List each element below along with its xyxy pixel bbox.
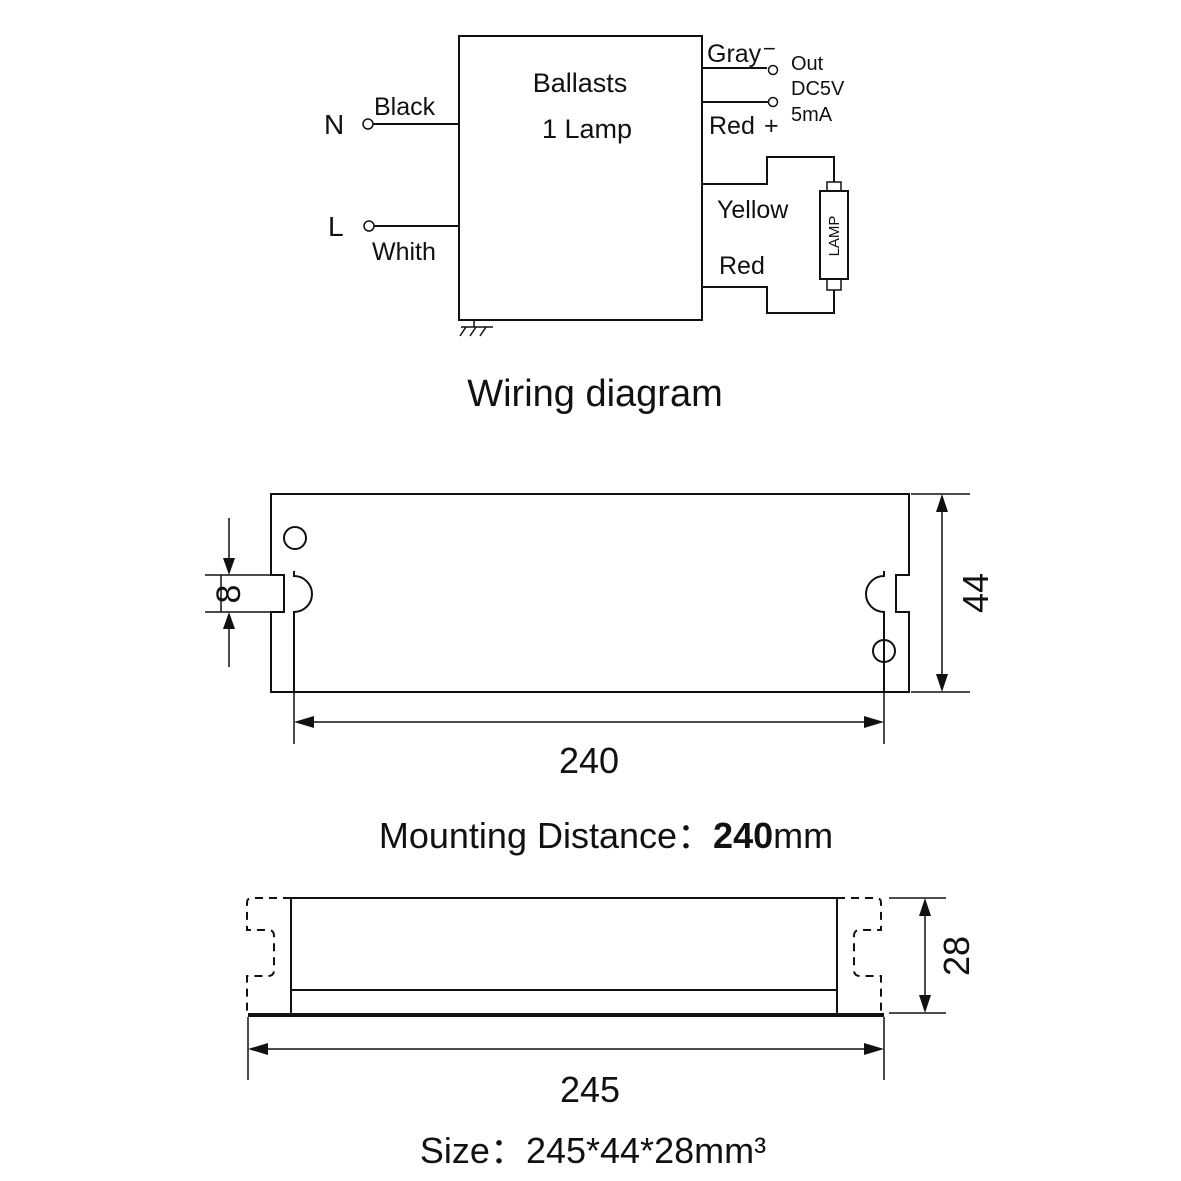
mounting-caption-prefix: Mounting Distance： bbox=[379, 815, 713, 856]
left-mounting-slot bbox=[293, 571, 313, 692]
slot-dimension: 8 bbox=[205, 518, 271, 667]
lamp-tube: LAMP bbox=[819, 181, 849, 291]
ballast-plate-outline bbox=[270, 493, 910, 693]
gray-wire-label: Gray bbox=[707, 40, 762, 68]
red-lamp-wire bbox=[702, 286, 835, 314]
mounting-caption-value: 240 bbox=[713, 815, 773, 856]
out-voltage: DC5V bbox=[791, 78, 845, 100]
wiring-diagram: Ballasts 1 Lamp N Black L Whith Gray − O… bbox=[324, 35, 849, 415]
out-minus-terminal bbox=[767, 64, 779, 76]
height-dimension: 44 bbox=[911, 493, 996, 693]
side-length-value: 245 bbox=[560, 1069, 620, 1110]
size-caption: Size：245*44*28mm³ bbox=[420, 1130, 766, 1171]
left-mounting-hole bbox=[283, 526, 307, 550]
mounting-top-view: 8 44 240 Mounting Distance：240mm bbox=[205, 493, 996, 856]
slot-dimension-value: 8 bbox=[210, 585, 248, 604]
side-body bbox=[290, 897, 838, 1015]
input-l-label: L bbox=[328, 211, 344, 242]
mounting-length-value: 240 bbox=[559, 740, 619, 781]
side-height-value: 28 bbox=[936, 936, 977, 976]
ballast-title: Ballasts bbox=[533, 68, 628, 98]
side-view: 28 245 Size：245*44*28mm³ bbox=[246, 897, 977, 1171]
out-current: 5mA bbox=[791, 104, 833, 126]
wiring-caption: Wiring diagram bbox=[467, 373, 723, 415]
ground-symbol bbox=[459, 320, 493, 337]
side-height-dimension: 28 bbox=[889, 897, 977, 1014]
right-mounting-hole bbox=[872, 639, 896, 663]
right-mounting-slot bbox=[865, 571, 885, 692]
left-dashed-flange bbox=[246, 897, 291, 1012]
yellow-wire bbox=[702, 156, 835, 185]
white-wire-label: Whith bbox=[372, 238, 436, 266]
input-n-terminal bbox=[362, 118, 374, 130]
height-dimension-value: 44 bbox=[955, 573, 996, 613]
right-dashed-flange bbox=[837, 897, 882, 1012]
mounting-length-dimension: 240 bbox=[293, 692, 885, 781]
yellow-wire-label: Yellow bbox=[717, 196, 789, 224]
lamp-label: LAMP bbox=[826, 216, 843, 257]
input-n-label: N bbox=[324, 109, 344, 140]
mounting-caption-unit: mm bbox=[773, 815, 833, 856]
mounting-caption: Mounting Distance：240mm bbox=[379, 815, 833, 856]
side-length-dimension: 245 bbox=[247, 1017, 885, 1110]
ballast-subtitle: 1 Lamp bbox=[542, 114, 632, 144]
red-output-label: Red bbox=[709, 112, 755, 140]
ballast-box bbox=[458, 35, 703, 321]
red-lamp-wire-label: Red bbox=[719, 252, 765, 280]
input-l-terminal bbox=[363, 220, 375, 232]
out-minus-sign: − bbox=[763, 36, 776, 61]
out-label: Out bbox=[791, 53, 824, 75]
out-plus-sign: + bbox=[764, 112, 779, 140]
out-plus-terminal bbox=[767, 96, 779, 108]
black-wire-label: Black bbox=[374, 93, 436, 121]
